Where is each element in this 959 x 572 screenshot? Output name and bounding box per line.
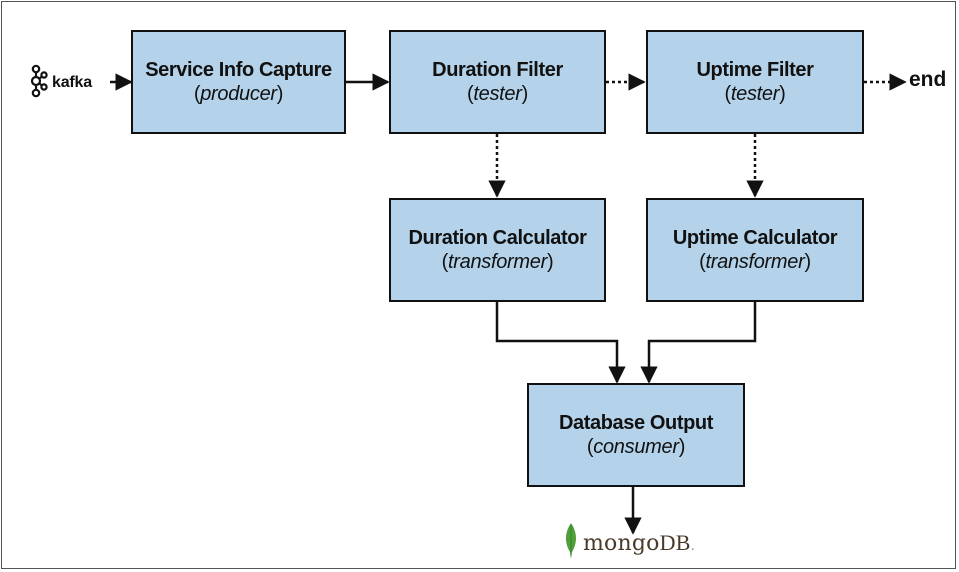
node-duration-filter: Duration Filter (tester) [389,30,606,134]
node-duration-calculator: Duration Calculator (transformer) [389,198,606,302]
node-uptime-filter: Uptime Filter (tester) [646,30,864,134]
node-title: Uptime Calculator [672,227,838,249]
node-role: (producer) [193,83,284,105]
arrow-duration-calculator-to-database-output [495,302,626,384]
arrow-uptime-calculator-to-database-output [640,302,757,384]
node-database-output: Database Output (consumer) [527,383,745,487]
mongodb-leaf-icon [562,522,580,565]
node-title: Duration Calculator [408,227,587,249]
node-title: Uptime Filter [696,59,814,81]
node-role: (tester) [724,83,786,105]
node-role: (tester) [467,83,528,105]
node-role: (transformer) [441,251,554,273]
mongodb-wordmark: mongoDB. [583,530,696,556]
kafka-label: kafka [52,74,92,91]
kafka-source: kafka [28,64,92,103]
node-title: Service Info Capture [145,59,332,81]
node-title: Database Output [558,412,714,434]
node-uptime-calculator: Uptime Calculator (transformer) [646,198,864,302]
kafka-logo-icon [28,64,48,103]
node-title: Duration Filter [432,59,563,81]
mongodb-logo: mongoDB. [562,522,696,565]
node-role: (transformer) [699,251,811,273]
node-service-info-capture: Service Info Capture (producer) [131,30,346,134]
end-label: end [909,68,947,91]
node-role: (consumer) [586,436,686,458]
